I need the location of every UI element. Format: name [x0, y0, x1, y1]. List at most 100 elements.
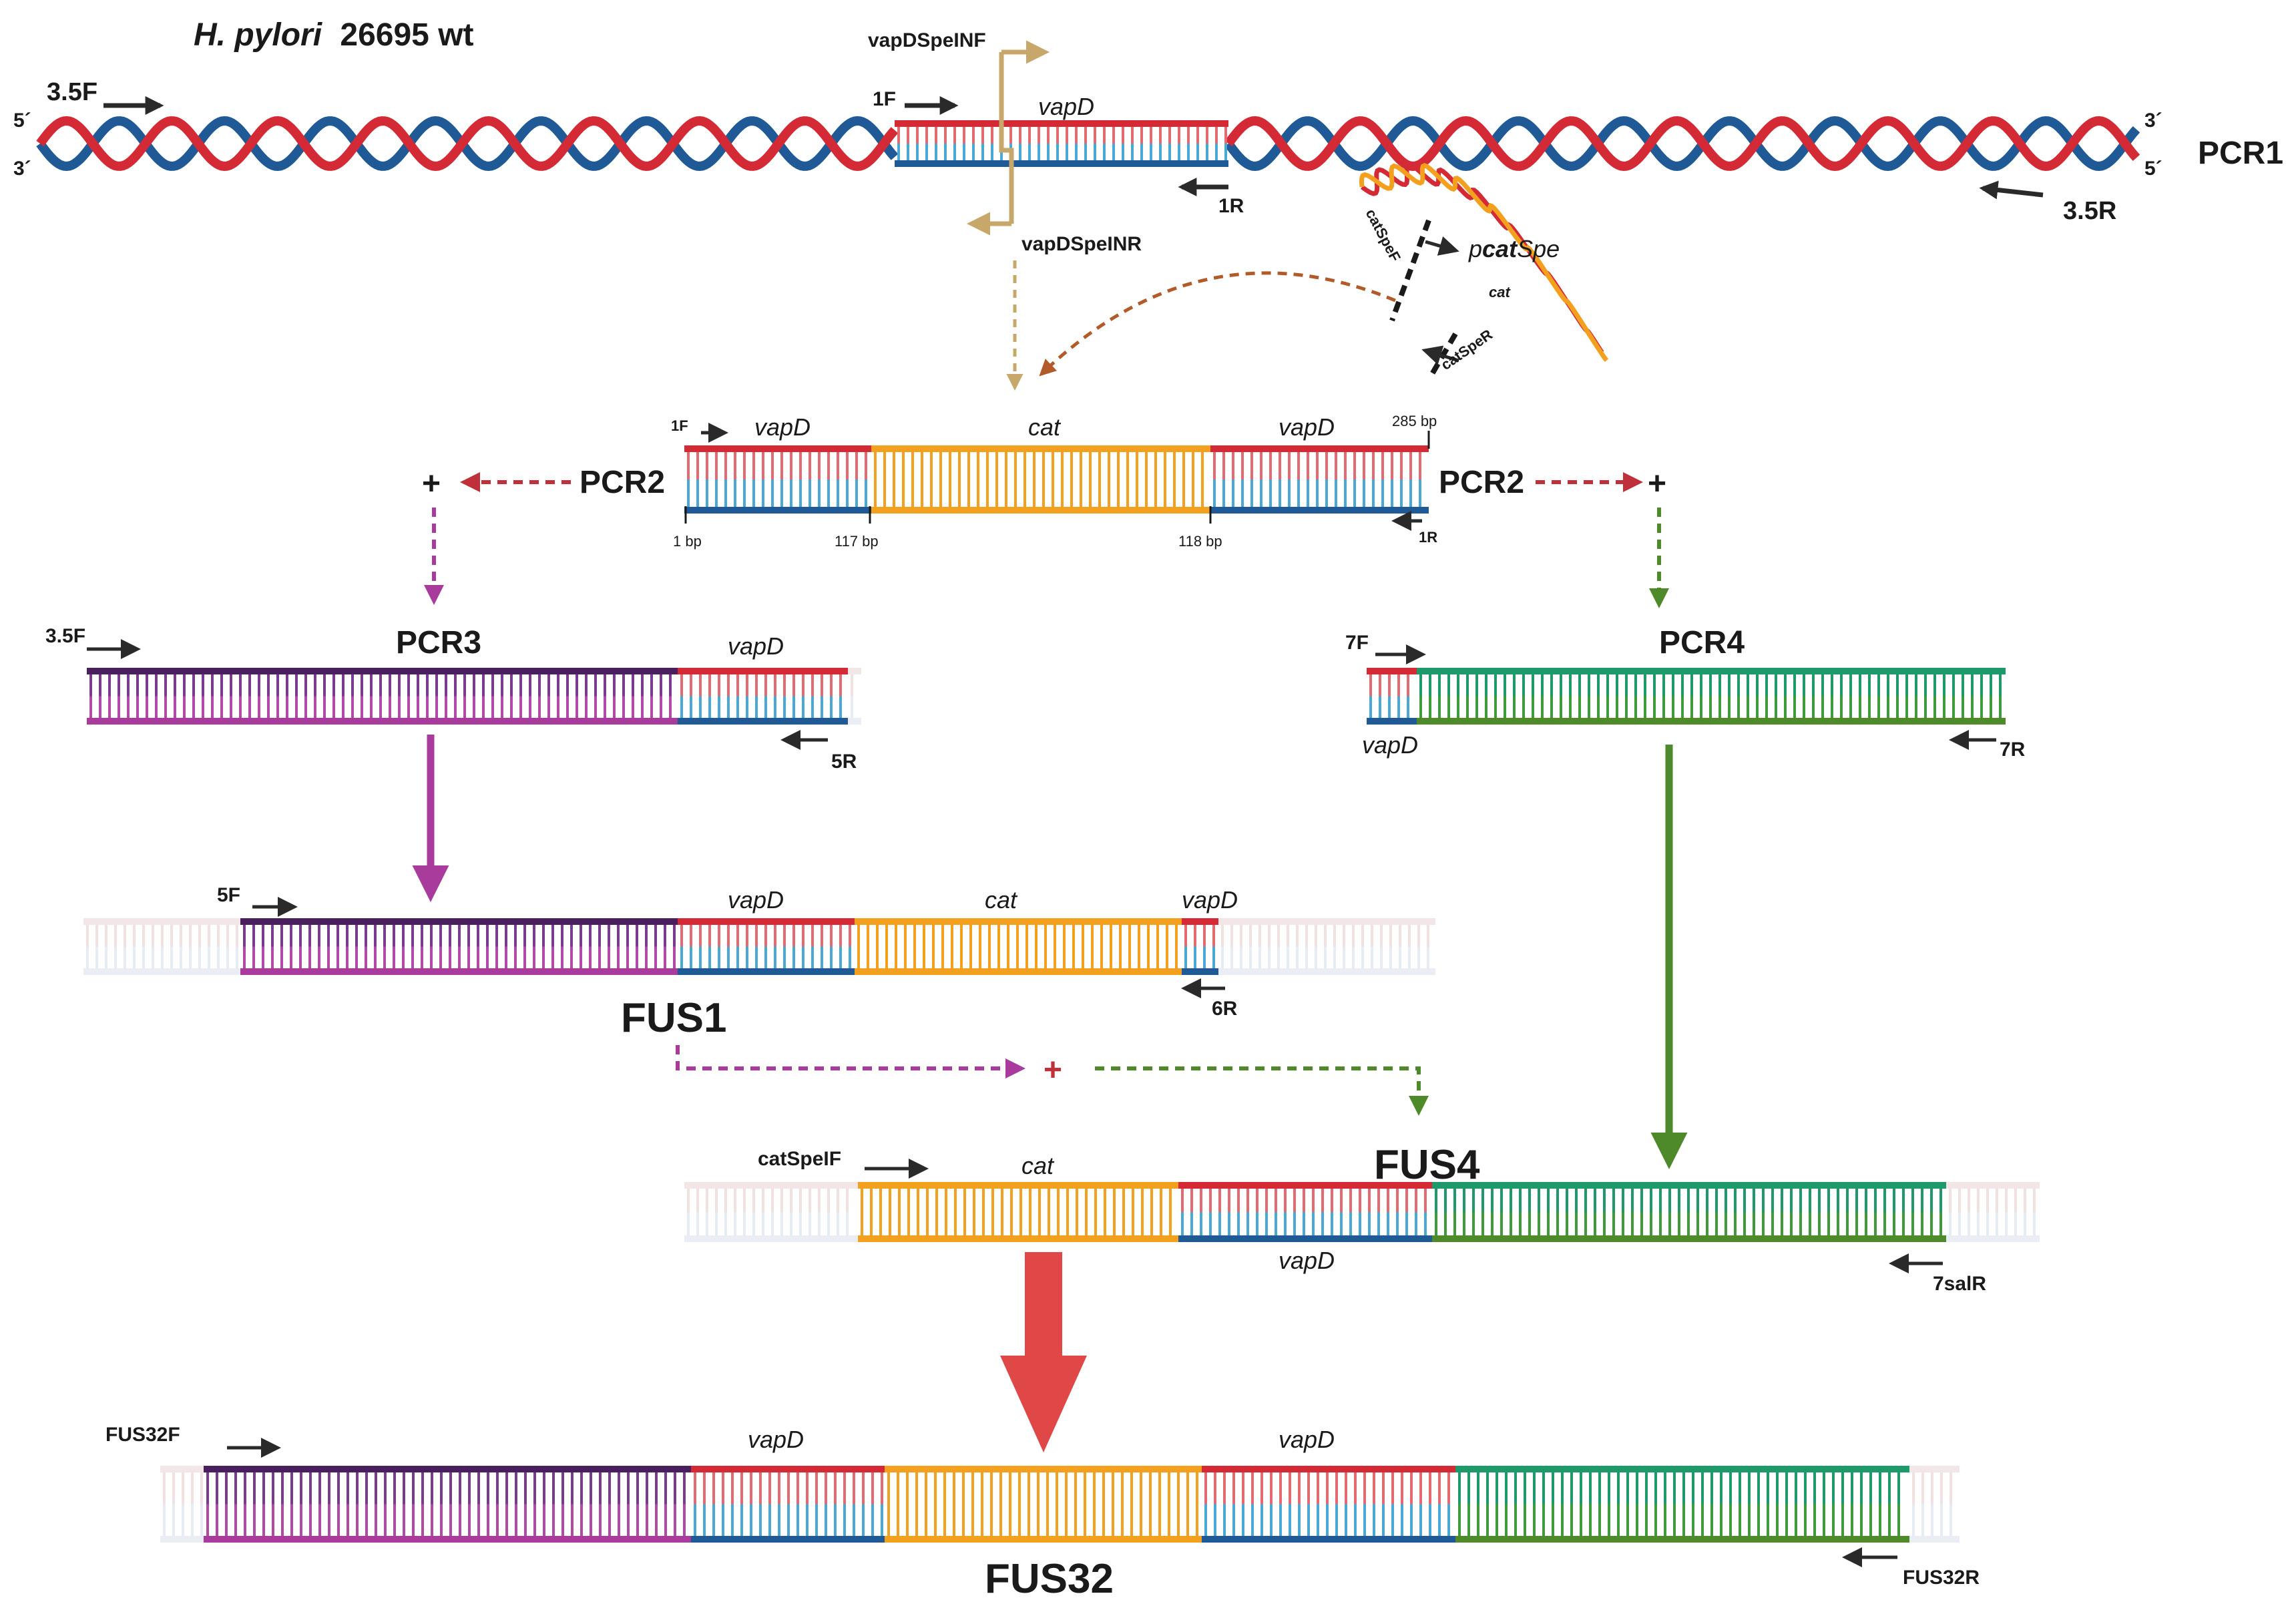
- pcr3-label: PCR3: [396, 625, 481, 660]
- helix-strand-blue-right: [1224, 116, 2140, 172]
- pcr2-vapd-right-label: vapD: [1279, 413, 1335, 441]
- pcr2-construct: [684, 445, 1429, 514]
- fus32-vapd-left-label: vapD: [748, 1426, 804, 1453]
- ladder-segment: [678, 918, 855, 975]
- fus1-product: [83, 918, 1435, 975]
- primer-1F-label: 1F: [873, 88, 896, 110]
- plus-left: +: [422, 466, 441, 502]
- pcr4-product: [1367, 668, 2006, 725]
- ladder-segment: [871, 445, 1210, 514]
- ladder-segment: [1367, 668, 1417, 725]
- primer-3-5R-label: 3.5R: [2063, 197, 2116, 225]
- ladder-segment: [684, 445, 871, 514]
- ladder-segment: [1417, 668, 2006, 725]
- primer-1R-label: 1R: [1218, 195, 1244, 217]
- fus32-big-arrow-shaft: [1025, 1252, 1062, 1359]
- plasmid-strand-orange: [1359, 163, 1609, 362]
- pcatspe-plasmid: [1359, 162, 1609, 362]
- plasmid-cut-1: [1389, 219, 1431, 322]
- plasmid-cut-2: [1429, 332, 1458, 376]
- fus1-vapd-right-label: vapD: [1182, 886, 1238, 914]
- fus4-label: FUS4: [1374, 1142, 1480, 1188]
- primer-vapDSpeINF-label: vapDSpeINF: [868, 29, 986, 51]
- primer-3-5R-arrow: [1979, 180, 2044, 200]
- pcr1-label: PCR1: [2198, 136, 2283, 171]
- ladder-segment: [240, 918, 678, 975]
- species-name: H. pylori: [194, 17, 323, 53]
- ladder-segment: [87, 668, 678, 725]
- ladder-segment: [691, 1466, 885, 1543]
- ladder-segment: [160, 1466, 204, 1543]
- pos-285bp: 285 bp: [1392, 413, 1437, 429]
- right-five-prime: 5´: [2144, 158, 2162, 180]
- pcr2-vapd-left-label: vapD: [754, 413, 811, 441]
- ladder-segment: [1946, 1182, 2040, 1242]
- plasmid-name: pcatSpe: [1468, 235, 1560, 262]
- fus32-primer-R-label: FUS32R: [1903, 1567, 1980, 1589]
- fus4-vapd-label: vapD: [1279, 1247, 1335, 1274]
- fus1-label: FUS1: [621, 995, 726, 1041]
- ladder-segment: [678, 668, 848, 725]
- plus-right: +: [1648, 466, 1666, 502]
- primer-catSpeF-label: catSpeF: [1363, 206, 1404, 264]
- ladder-segment: [858, 1182, 1178, 1242]
- fus1-vapd-left-label: vapD: [728, 886, 784, 914]
- pcr4-primer-7R-label: 7R: [2000, 739, 2026, 761]
- pcr3-vapd-label: vapD: [728, 632, 784, 660]
- fus32-primer-F-label: FUS32F: [105, 1424, 180, 1446]
- plasmid-cat-label: cat: [1489, 284, 1511, 301]
- fus1-primer-5F-label: 5F: [217, 884, 240, 906]
- helix-strand-red-right: [1224, 116, 2140, 172]
- left-five-prime: 5´: [13, 110, 31, 132]
- fus32-vapd-right-label: vapD: [1279, 1426, 1335, 1453]
- ladder-segment: [855, 918, 1182, 975]
- fus1-purple-dashed-arrow: [676, 1045, 1025, 1078]
- genomic-vapd-segment: [895, 120, 1228, 167]
- helix-strand-blue: [36, 116, 899, 172]
- ladder-segment: [1202, 1466, 1455, 1543]
- genomic-vapd-label: vapD: [1038, 93, 1094, 120]
- ladder-segment: [1182, 918, 1218, 975]
- pcr2-cat-label: cat: [1028, 413, 1062, 441]
- fus4-primer-7salR-label: 7salR: [1933, 1273, 1986, 1295]
- ladder-segment: [1218, 918, 1435, 975]
- pcr4-vapd-label: vapD: [1362, 731, 1418, 759]
- ladder-segment: [204, 1466, 691, 1543]
- fus4-cat-label: cat: [1021, 1152, 1055, 1179]
- plus-center: +: [1044, 1052, 1062, 1088]
- pcr2-primer-1R-label: 1R: [1419, 529, 1437, 546]
- primer-catSpeF-arrow: [1425, 236, 1459, 256]
- primer-catSpeR-arrow: [1421, 345, 1459, 365]
- ladder-segment: [83, 918, 240, 975]
- ladder-segment: [1178, 1182, 1432, 1242]
- fus1-primer-6R-label: 6R: [1212, 998, 1238, 1020]
- ladder-segment: [684, 1182, 858, 1242]
- vapd-spe-link: [999, 52, 1014, 224]
- fus32-big-arrow-head: [1000, 1356, 1087, 1452]
- plasmid-middle: cat: [1482, 235, 1518, 262]
- fus4-primer-catSpeIF-label: catSpeIF: [758, 1148, 841, 1170]
- strain-name: 26695 wt: [340, 17, 473, 53]
- helix-strand-red: [36, 116, 899, 172]
- pos-118bp: 118 bp: [1178, 533, 1222, 550]
- pos-1bp: 1 bp: [673, 533, 702, 550]
- primer-vapDSpeINR-label: vapDSpeINR: [1021, 233, 1142, 255]
- ladder-segment: [1909, 1466, 1960, 1543]
- right-three-prime: 3´: [2144, 110, 2162, 132]
- left-three-prime: 3´: [13, 158, 31, 180]
- pcr3-product: [87, 668, 861, 725]
- ladder-segment: [848, 668, 861, 725]
- ladder-segment: [885, 1466, 1202, 1543]
- ladder-segment: [1432, 1182, 1946, 1242]
- pcr2-primer-1F-label: 1F: [671, 417, 688, 434]
- fus4-product: [684, 1182, 2040, 1242]
- plasmid-prefix: p: [1468, 235, 1482, 262]
- primer-3-5F-label: 3.5F: [47, 78, 97, 106]
- pcr4-label: PCR4: [1659, 625, 1745, 660]
- ladder-segment: [1210, 445, 1429, 514]
- pcr3-primer-5R-label: 5R: [831, 751, 857, 773]
- pos-117bp: 117 bp: [835, 533, 879, 550]
- fus32-label: FUS32: [985, 1556, 1114, 1600]
- fus4-green-dashed-arrow: [1095, 1066, 1429, 1116]
